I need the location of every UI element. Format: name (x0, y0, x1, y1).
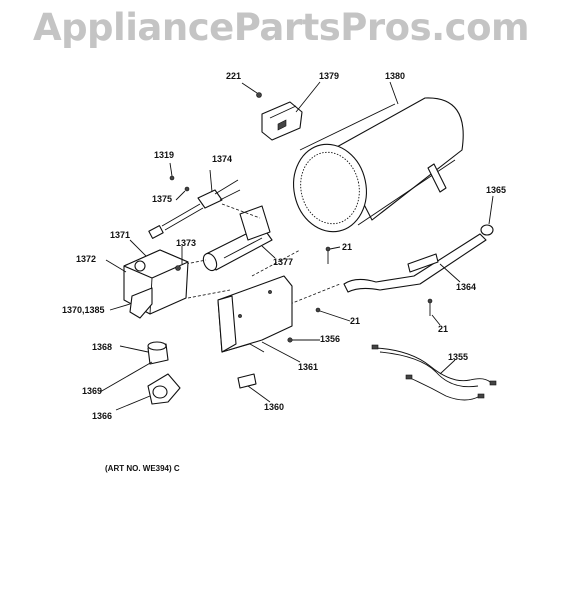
assembly-line (289, 283, 341, 305)
part-1371-gas-valve[interactable] (123, 249, 189, 319)
part-1379-bracket[interactable] (261, 101, 303, 141)
art-number: (ART NO. WE394) C (105, 464, 180, 473)
part-21-screw-c[interactable] (427, 298, 433, 316)
part-21-screw-a[interactable] (325, 246, 331, 264)
label-1371: 1371 (110, 230, 130, 240)
assembly-line (221, 203, 261, 219)
part-1360-clip[interactable] (237, 373, 257, 389)
label-1360: 1360 (264, 402, 284, 412)
part-21-screw-b[interactable] (315, 307, 321, 313)
label-1380: 1380 (385, 71, 405, 81)
label-1319: 1319 (154, 150, 174, 160)
part-1377-burner[interactable] (201, 205, 273, 273)
label-21-b: 21 (350, 316, 360, 326)
label-1369: 1369 (82, 386, 102, 396)
part-1374-igniter[interactable] (148, 179, 241, 239)
label-1364: 1364 (456, 282, 476, 292)
part-1365-cap[interactable] (480, 224, 494, 236)
part-1366-elbow[interactable] (147, 373, 181, 405)
part-1364-manifold-pipe[interactable] (343, 233, 487, 293)
part-1361-mounting-bracket[interactable] (217, 275, 293, 353)
label-1374: 1374 (212, 154, 232, 164)
label-1370-1385: 1370,1385 (62, 305, 105, 315)
label-1377: 1377 (273, 257, 293, 267)
assembly-line (187, 289, 231, 299)
part-1319-screw[interactable] (169, 175, 175, 181)
part-1380-combustion-tube[interactable] (286, 97, 464, 239)
part-1375-screw[interactable] (184, 186, 190, 192)
label-1356: 1356 (320, 334, 340, 344)
assembly-line (251, 249, 301, 277)
label-1379: 1379 (319, 71, 339, 81)
label-1368: 1368 (92, 342, 112, 352)
part-1355-wire-harness[interactable] (371, 344, 497, 401)
label-21-a: 21 (342, 242, 352, 252)
part-1368-fitting[interactable] (147, 341, 169, 365)
label-1365: 1365 (486, 185, 506, 195)
label-1375: 1375 (152, 194, 172, 204)
label-1355: 1355 (448, 352, 468, 362)
label-21-c: 21 (438, 324, 448, 334)
label-1366: 1366 (92, 411, 112, 421)
label-1372: 1372 (76, 254, 96, 264)
assembly-line (185, 259, 207, 265)
part-1356-screw[interactable] (287, 337, 293, 343)
label-221: 221 (226, 71, 241, 81)
part-221-screw[interactable] (256, 92, 262, 98)
watermark-logo: AppliancePartsPros.com (32, 6, 530, 49)
leader-lines (99, 81, 494, 411)
label-1373: 1373 (176, 238, 196, 248)
label-1361: 1361 (298, 362, 318, 372)
